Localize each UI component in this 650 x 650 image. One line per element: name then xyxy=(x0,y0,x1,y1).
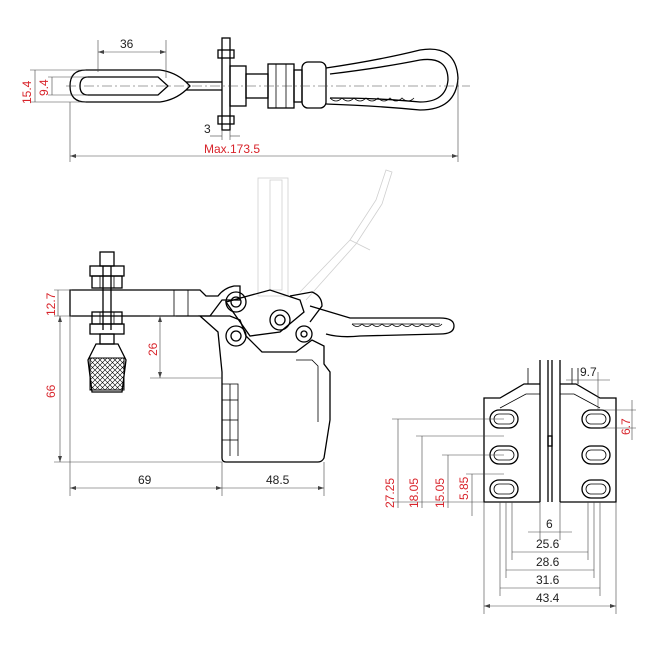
dim-26-label: 26 xyxy=(146,342,160,356)
dim-25-6-label: 25.6 xyxy=(536,537,560,551)
dim-15-05-label: 15.05 xyxy=(433,478,447,508)
dim-3-label: 3 xyxy=(204,122,211,136)
front-view: 9.7 6.7 27.25 18.05 15.05 5.85 6 25.6 28… xyxy=(383,360,636,614)
side-view: 12.7 66 26 69 48.5 xyxy=(44,169,455,496)
dim-9-7-label: 9.7 xyxy=(580,365,597,379)
dim-6-7-label: 6.7 xyxy=(619,418,633,435)
dim-5-85-label: 5.85 xyxy=(457,476,471,500)
dim-69-label: 69 xyxy=(138,473,152,487)
dim-9-4-label: 9.4 xyxy=(37,79,51,96)
dim-27-25-label: 27.25 xyxy=(383,478,397,508)
dim-12-7-label: 12.7 xyxy=(44,292,58,316)
dim-max-173-5-label: Max.173.5 xyxy=(204,142,260,156)
dim-48-5-label: 48.5 xyxy=(266,473,290,487)
dim-31-6-label: 31.6 xyxy=(536,573,560,587)
dim-66-label: 66 xyxy=(44,384,58,398)
dim-36-label: 36 xyxy=(120,37,134,51)
dim-28-6-label: 28.6 xyxy=(536,555,560,569)
dim-15-4-label: 15.4 xyxy=(20,80,34,104)
dim-43-4-label: 43.4 xyxy=(536,591,560,605)
top-view: 36 15.4 9.4 3 Max.173.5 xyxy=(20,37,470,162)
dim-6-label: 6 xyxy=(546,517,553,531)
dim-18-05-label: 18.05 xyxy=(407,478,421,508)
